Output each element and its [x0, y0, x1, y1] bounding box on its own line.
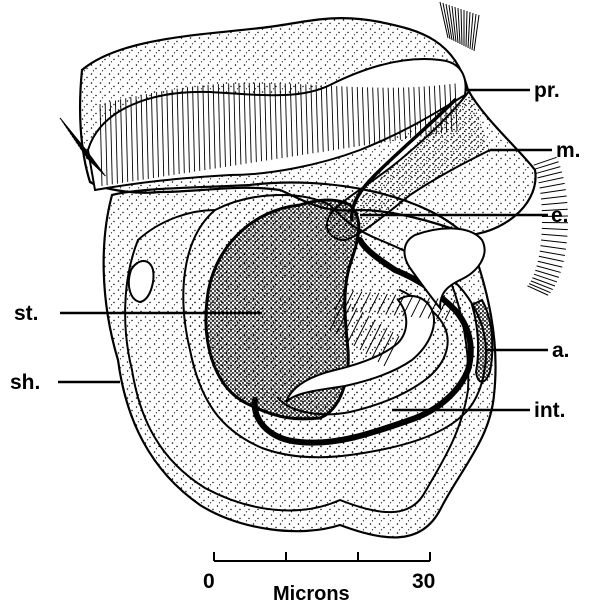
- label-int: int.: [534, 399, 566, 422]
- label-pr: pr.: [534, 79, 560, 102]
- label-e: e.: [551, 204, 569, 227]
- label-a: a.: [552, 339, 570, 362]
- scale-max: 30: [412, 570, 435, 593]
- label-m: m.: [556, 139, 581, 162]
- scale-bar: 0 Microns 30: [203, 552, 435, 605]
- label-sh: sh.: [10, 371, 40, 394]
- scale-unit: Microns: [273, 583, 350, 605]
- label-st: st.: [14, 302, 39, 325]
- scale-min: 0: [203, 570, 215, 593]
- top-cilia-tuft: [440, 2, 479, 51]
